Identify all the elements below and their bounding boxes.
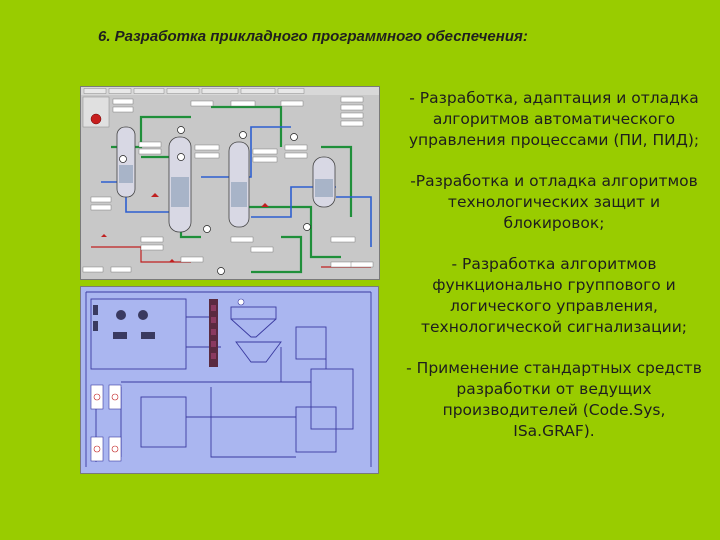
bullet-item: -Разработка и отладка алгоритмов техноло…	[410, 172, 698, 232]
bullet-item: - Разработка, адаптация и отладка алгори…	[408, 89, 700, 149]
control-scheme-diagram	[85, 291, 372, 467]
scada-screenshot	[80, 86, 380, 280]
bullet-item: - Применение стандартных средств разрабо…	[406, 359, 702, 440]
bullet-item: - Разработка алгоритмов функционально гр…	[420, 255, 688, 336]
bullet-list: - Разработка, адаптация и отладка алгори…	[404, 88, 704, 462]
control-schematic-screenshot	[80, 286, 379, 474]
slide-title: 6. Разработка прикладного программного о…	[98, 28, 528, 45]
scada-mnemonic-diagram	[81, 87, 379, 275]
